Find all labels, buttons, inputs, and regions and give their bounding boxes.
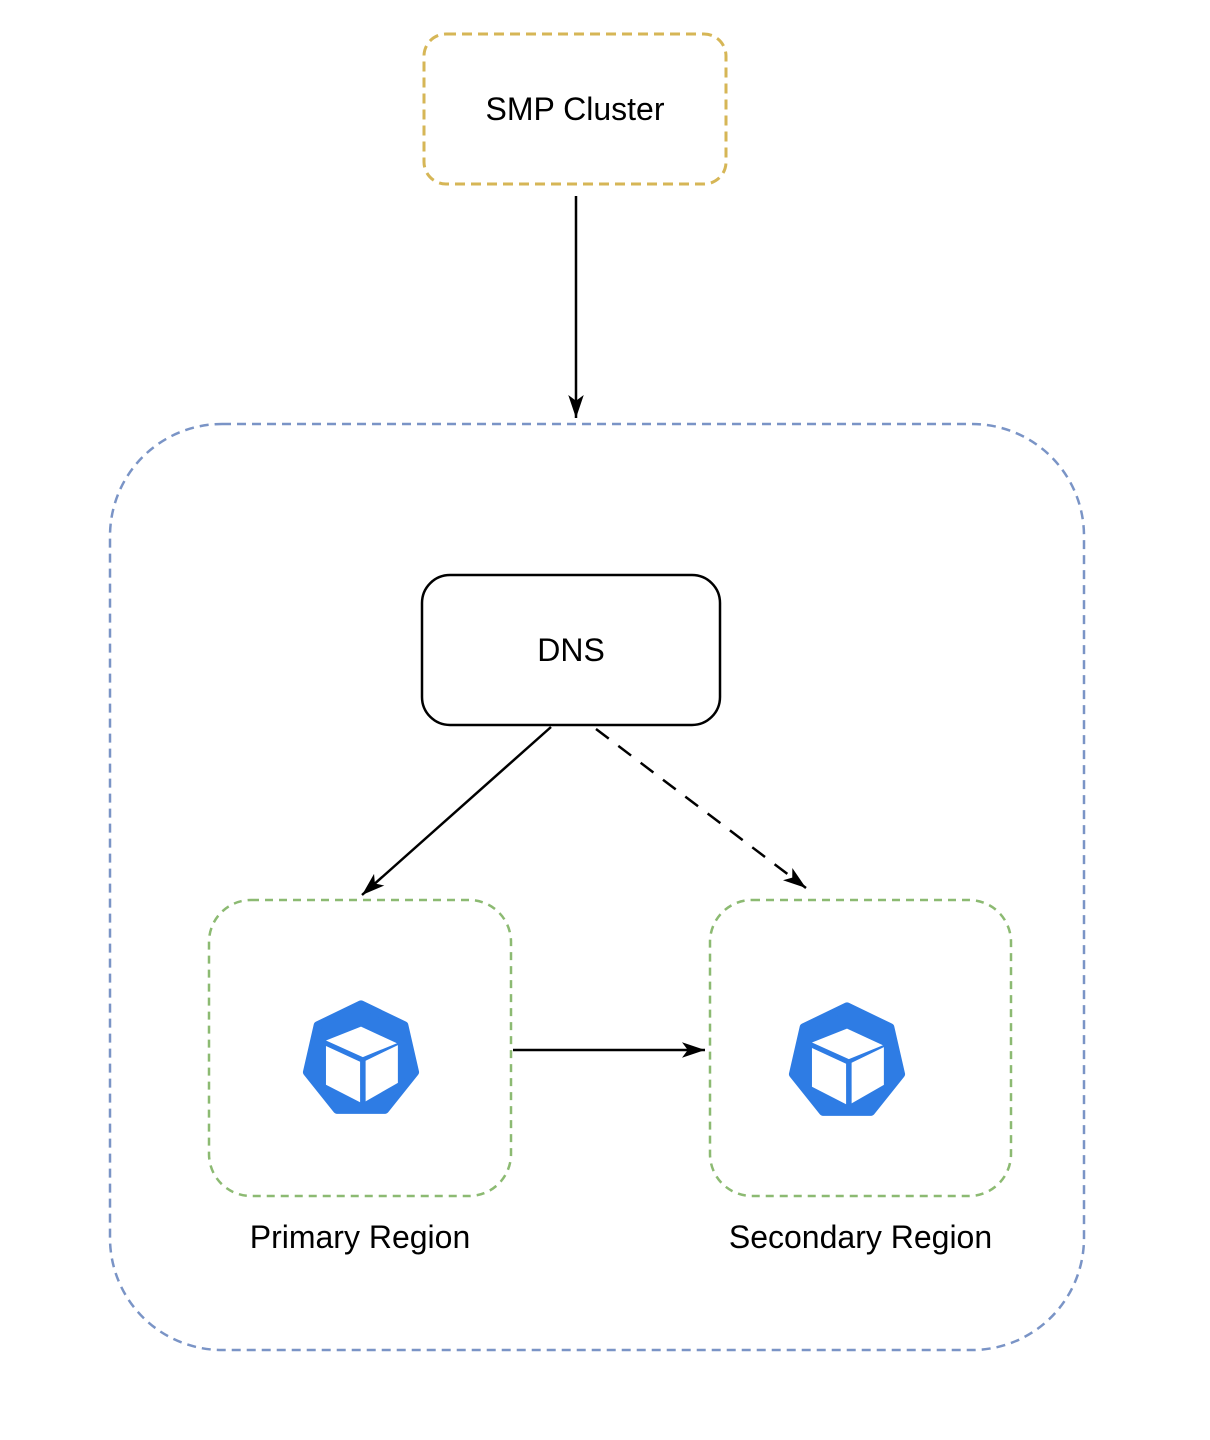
smp-cluster-label: SMP Cluster (485, 90, 665, 127)
cube-in-heptagon-icon (302, 1000, 420, 1114)
edge-dns-to-secondary (595, 728, 807, 889)
secondary-region-label: Secondary Region (728, 1218, 993, 1255)
node-dns-box (420, 573, 722, 727)
edge-dns-to-primary (361, 726, 552, 896)
node-boundary-box (108, 422, 1086, 1352)
primary-region-label: Primary Region (249, 1218, 471, 1255)
cube-in-heptagon-icon (788, 1002, 906, 1116)
dns-label: DNS (537, 631, 605, 668)
node-smp-cluster-box (422, 32, 728, 186)
